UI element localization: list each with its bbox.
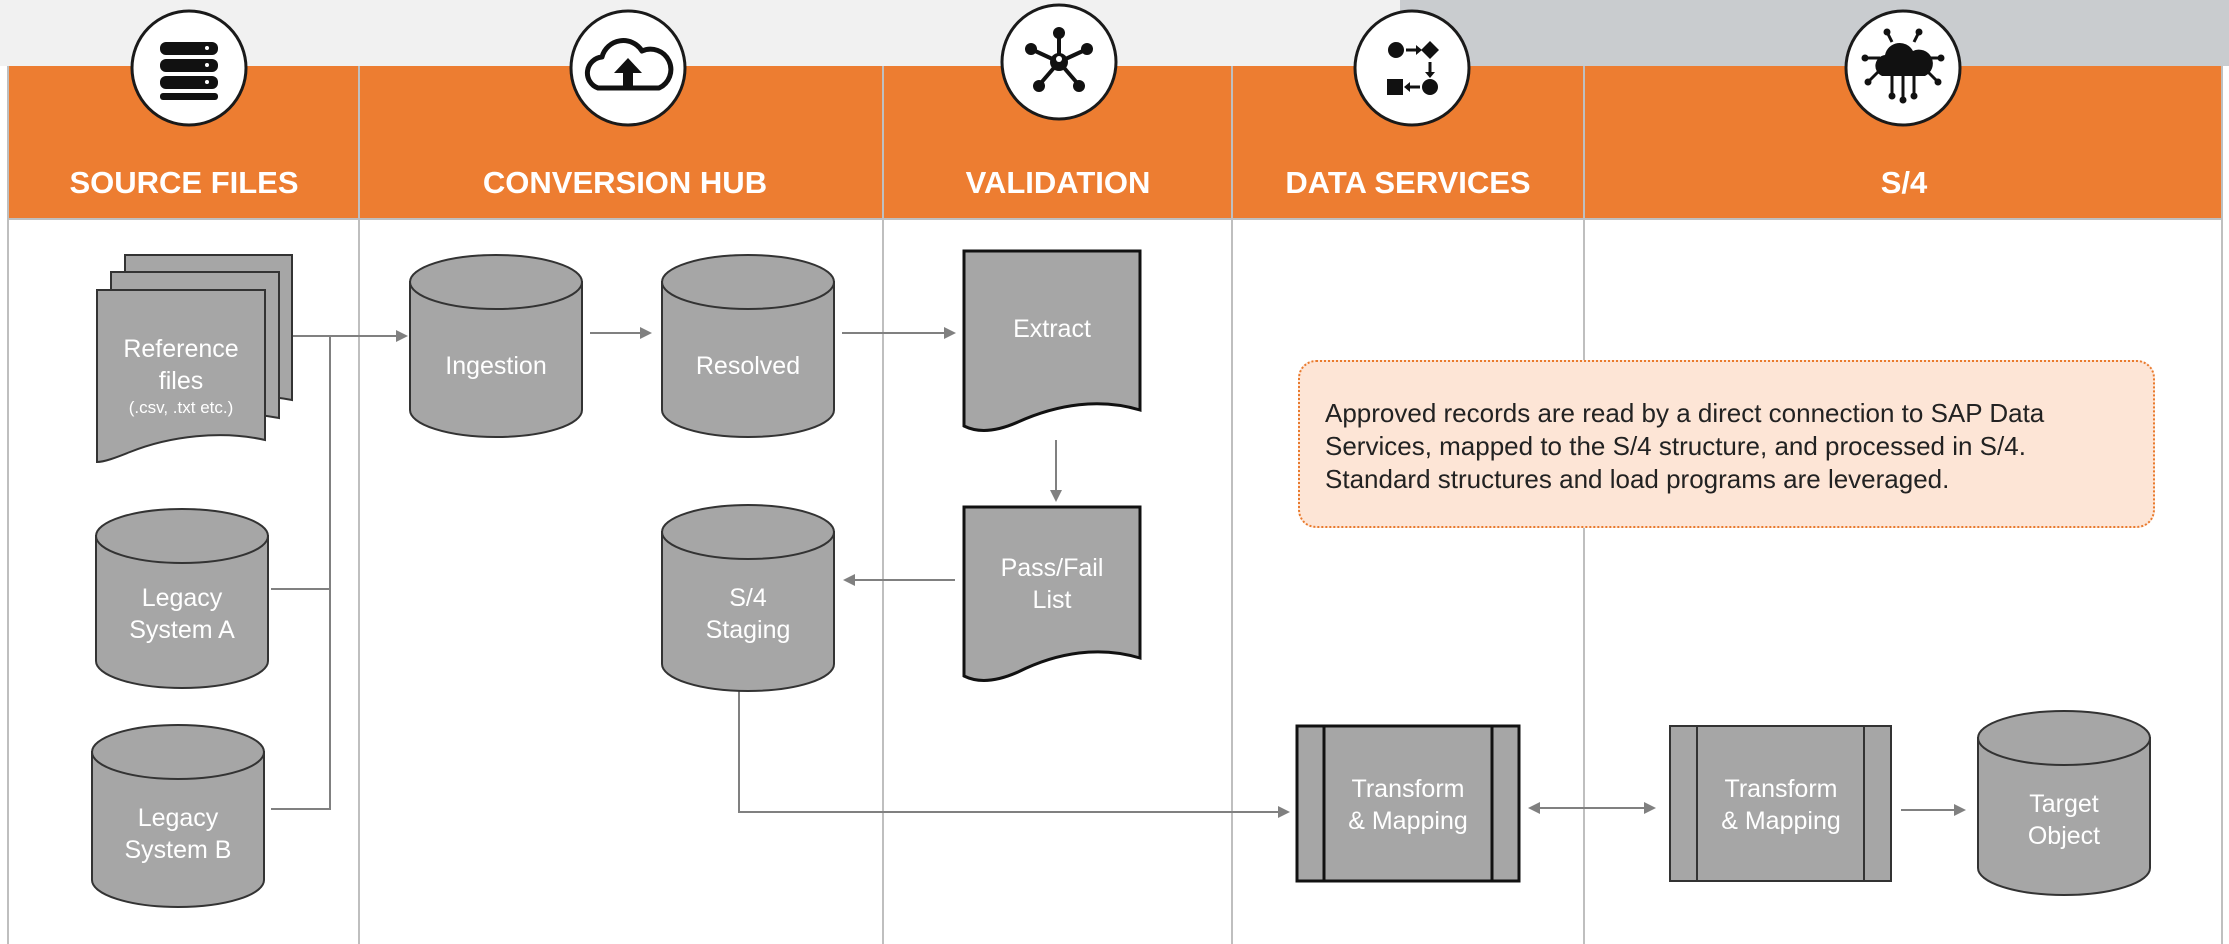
pass-fail-list-node: Pass/Fail List [962,505,1142,682]
pass-fail-label: Pass/Fail [1001,554,1104,582]
legacy-system-b-label: Legacy [138,804,219,832]
s4-staging-node: S/4 Staging [661,504,835,692]
network-hub-icon [1000,3,1118,121]
column-header-data-services: DATA SERVICES [1285,165,1530,200]
callout-text: Approved records are read by a direct co… [1325,398,2045,494]
target-object-label-2: Object [2028,822,2100,850]
legacy-system-a-label: Legacy [142,584,223,612]
transform-mapping-ds-node: Transform & Mapping [1295,724,1521,883]
transform-s4-label: Transform [1725,775,1838,803]
photo-strip [1400,0,2229,66]
legacy-system-b-label-2: System B [125,836,232,864]
extract-label: Extract [1013,315,1091,343]
callout-note: Approved records are read by a direct co… [1298,360,2155,528]
legacy-system-b-node: Legacy System B [91,724,265,908]
pass-fail-label-2: List [1033,586,1072,614]
cloud-network-icon [1844,9,1962,127]
reference-files-node: Reference files (.csv, .txt etc.) [96,254,293,464]
column-header-validation: VALIDATION [966,165,1151,200]
target-object-label: Target [2029,790,2099,818]
transform-ds-label: Transform [1352,775,1465,803]
column-header-conversion-hub: CONVERSION HUB [483,165,767,200]
s4-staging-label-2: Staging [706,616,791,644]
reference-files-note: (.csv, .txt etc.) [129,398,234,417]
legacy-system-a-node: Legacy System A [95,508,269,689]
legacy-system-a-label-2: System A [129,616,235,644]
arrow-staging-to-transform [738,690,1290,818]
database-icon [130,9,248,127]
ingestion-node: Ingestion [409,254,583,438]
cloud-upload-icon [569,9,687,127]
s4-staging-label: S/4 [729,584,767,612]
column-header-source-files: SOURCE FILES [69,165,298,200]
transform-ds-label-2: & Mapping [1348,807,1468,835]
target-object-node: Target Object [1977,710,2151,896]
process-flow-icon [1353,9,1471,127]
reference-files-label: Reference [123,335,238,363]
connectors [271,327,1966,818]
column-header-s4: S/4 [1881,165,1928,200]
reference-files-label-2: files [159,367,203,395]
resolved-node: Resolved [661,254,835,438]
transform-mapping-s4-node: Transform & Mapping [1669,725,1892,882]
resolved-label: Resolved [696,352,800,380]
transform-s4-label-2: & Mapping [1721,807,1841,835]
extract-node: Extract [962,249,1142,432]
ingestion-label: Ingestion [445,352,546,380]
